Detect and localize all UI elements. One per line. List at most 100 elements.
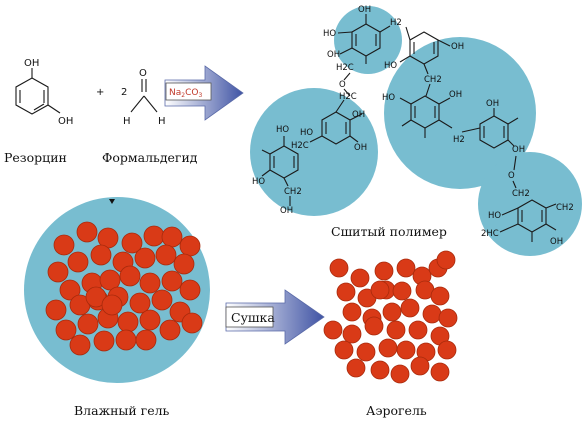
mr-h2: H2 [453, 135, 465, 145]
top-ho: HO [323, 29, 336, 39]
polymer-ring-upper-right: OH HO CH2 [384, 26, 464, 97]
top-oh-2: OH [327, 50, 340, 60]
lu-h2c: H2C [291, 141, 309, 151]
particle [430, 286, 450, 306]
top-o: O [339, 80, 346, 90]
particle [422, 304, 442, 324]
particle [135, 329, 157, 351]
particle [121, 232, 143, 254]
particle [119, 265, 141, 287]
particle [390, 364, 410, 384]
particle [159, 319, 181, 341]
aerogel-label: Аэрогель [366, 403, 427, 418]
particle [173, 253, 195, 275]
particle [336, 282, 356, 302]
particle [396, 258, 416, 278]
particle [437, 340, 457, 360]
drying-arrow: Сушка [225, 289, 325, 345]
resorcinol-oh-bottom: OH [58, 116, 73, 127]
particle [45, 299, 67, 321]
formaldehyde-coefficient: 2 [121, 87, 127, 98]
ur-oh: OH [451, 42, 464, 52]
resorcinol-label: Резорцин [4, 150, 67, 165]
particle [139, 272, 161, 294]
particle [99, 269, 121, 291]
particle [392, 281, 412, 301]
particle [342, 302, 362, 322]
particle [93, 330, 115, 352]
particle [436, 250, 456, 270]
particle [396, 340, 416, 360]
catalyst-arrow: Na2CO3 [164, 65, 244, 121]
particle [101, 294, 123, 316]
ur-ho: HO [384, 61, 397, 71]
ll-ho-2: HO [252, 177, 265, 187]
particle [67, 251, 89, 273]
lu-oh: OH [352, 110, 365, 120]
lr-oh: OH [486, 99, 499, 109]
mr-ho: HO [382, 93, 395, 103]
particle [181, 312, 203, 334]
top-ch2: H2C [336, 63, 354, 73]
particle [342, 324, 362, 344]
resorcinol-oh-top: OH [24, 58, 39, 69]
particle [139, 309, 161, 331]
particle [323, 320, 343, 340]
plus-sign: + [96, 87, 104, 98]
particle [408, 320, 428, 340]
particle [370, 280, 390, 300]
aerogel-particles [323, 250, 458, 384]
particle [400, 298, 420, 318]
ll-ch2: CH2 [284, 187, 302, 197]
polymer-ring-far-right: HO 2HC CH2 OH [481, 199, 574, 247]
formaldehyde-h-left: H [123, 116, 131, 127]
particle [430, 362, 450, 382]
formaldehyde-label: Формальдегид [102, 150, 198, 165]
particle [151, 289, 173, 311]
particle [117, 311, 139, 333]
particle [179, 235, 201, 257]
ll-oh: OH [280, 206, 293, 216]
fr-ch2: CH2 [556, 203, 574, 213]
polymer-ring-top: OH HO OH H2 H2C O [323, 5, 402, 97]
particle [47, 261, 69, 283]
fr-ho: HO [488, 211, 501, 221]
particle [134, 247, 156, 269]
particle [53, 234, 75, 256]
wet-gel-label: Влажный гель [74, 403, 170, 418]
particle [370, 360, 390, 380]
drying-label: Сушка [231, 310, 275, 325]
fr-oh: OH [550, 237, 563, 247]
particle [55, 319, 77, 341]
particle [410, 356, 430, 376]
particle [356, 342, 376, 362]
wet-gel-particles [45, 221, 203, 356]
particle [115, 329, 137, 351]
particle [179, 279, 201, 301]
ur-ch2: CH2 [424, 75, 442, 85]
formaldehyde-h-right: H [158, 116, 166, 127]
polymer-ring-left-lower: HO HO CH2 OH [252, 125, 302, 216]
lu-ho: HO [300, 128, 313, 138]
particle [161, 226, 183, 248]
lr-ch2: CH2 [512, 189, 530, 199]
particle [143, 225, 165, 247]
particle [69, 334, 91, 356]
polymer-ring-left-upper: H2C OH OH H2C HO [291, 92, 367, 153]
particle [378, 338, 398, 358]
lu-ch2: H2C [339, 92, 357, 102]
catalyst-label: Na2CO3 [169, 88, 202, 99]
mr-oh: OH [449, 90, 462, 100]
lr-oh-2: OH [512, 145, 525, 155]
particle [364, 316, 384, 336]
particle [334, 340, 354, 360]
formaldehyde-structure: O H H [123, 68, 166, 127]
particle [76, 221, 98, 243]
particle [161, 270, 183, 292]
polymer-ring-lower-right: OH OH O CH2 [479, 99, 530, 199]
particle [59, 279, 81, 301]
particle [374, 261, 394, 281]
particle [382, 302, 402, 322]
polymer-bubbles [250, 6, 582, 256]
